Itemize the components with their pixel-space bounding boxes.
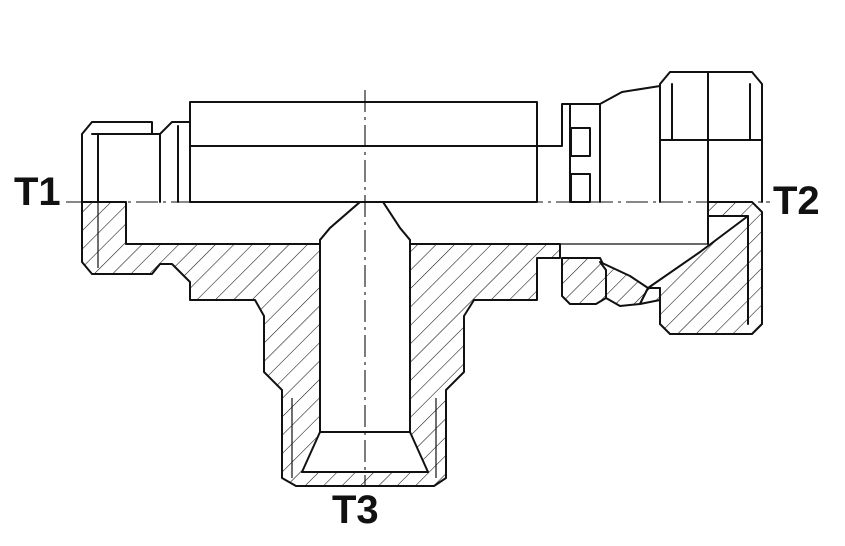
port-label-t2: T2 [773,179,820,223]
body-top-view [189,101,538,203]
body-section [81,201,561,487]
swivel-nut-section [560,201,763,335]
swivel-nut-top [536,71,763,203]
left-male-stud-top [81,121,191,203]
port-label-t3: T3 [332,488,379,532]
port-label-t1: T1 [14,170,61,214]
